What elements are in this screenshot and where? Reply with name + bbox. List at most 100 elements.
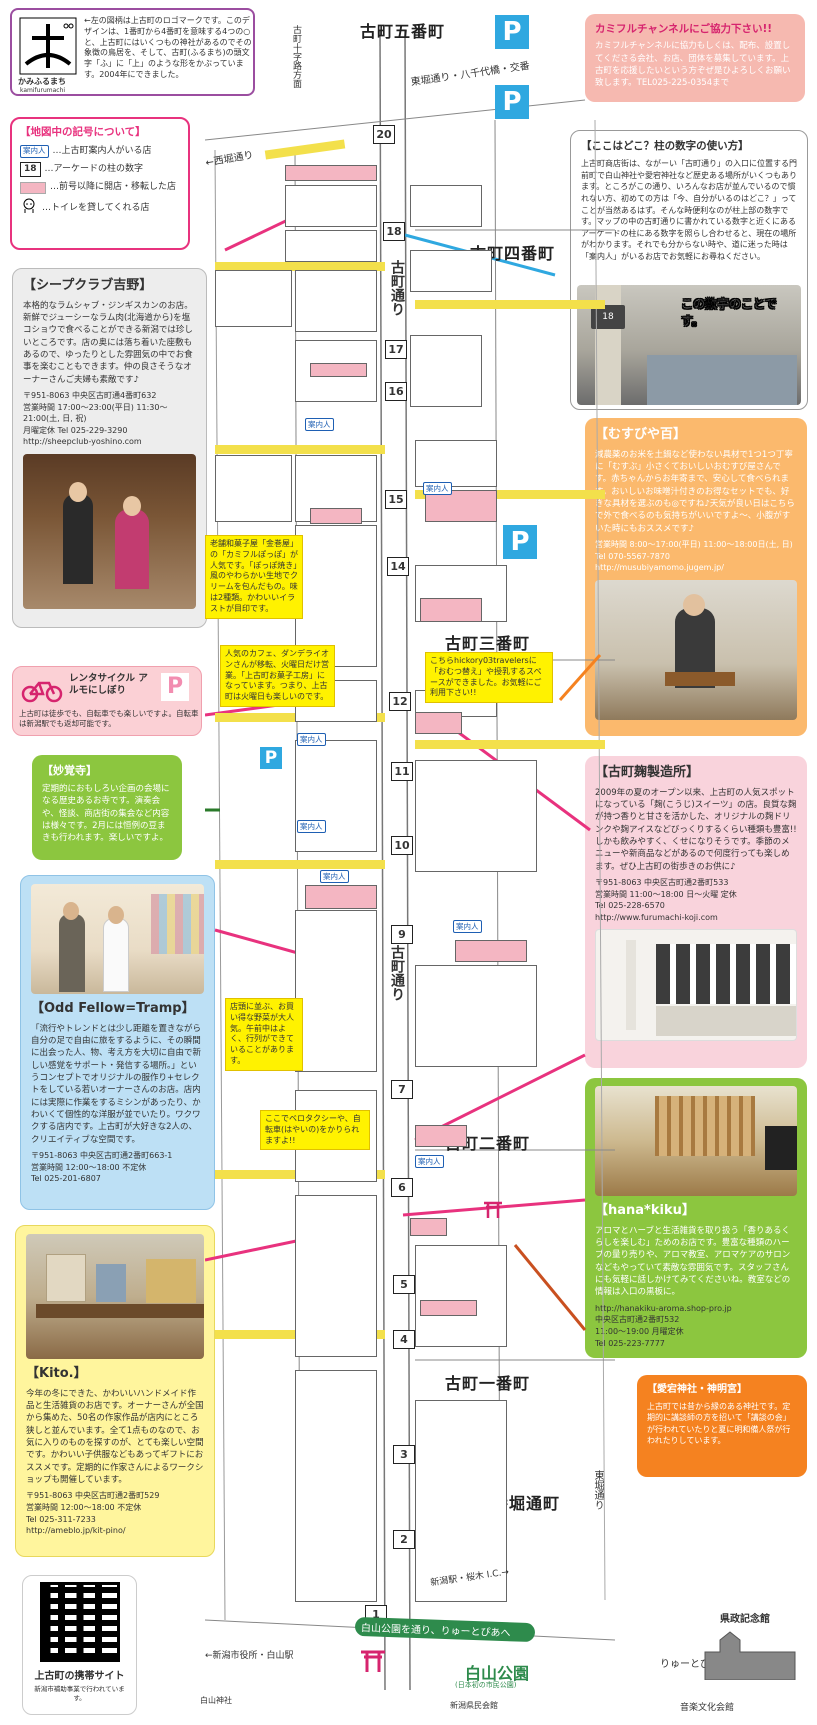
qr-card: 上古町の携帯サイト 新潟市補助事業で行われています。 xyxy=(22,1575,137,1715)
map-block-oddfellow xyxy=(305,885,377,909)
logo-name: かみふるまち xyxy=(18,77,66,86)
hakusan-station: ←新潟市役所・白山駅 xyxy=(205,1651,294,1661)
annai-marker-1: 案内人 xyxy=(305,418,334,431)
logo-roman: kamifurumachi xyxy=(20,87,66,94)
parking-p4: P xyxy=(260,747,282,769)
oddfellow-card: 【Odd Fellow=Tramp】 「流行やトレンドとは少し距離を置きながら自… xyxy=(20,875,215,1210)
bicycle-icon xyxy=(21,675,63,708)
alley-6 xyxy=(415,740,605,749)
kojiseizo-info: 〒951-8063 中央区古町通2番町533 営業時間 11:00〜18:00 … xyxy=(595,878,737,922)
logo-box: かみふるまち kamifurumachi ←左の図柄は上古町のロゴマークです。こ… xyxy=(10,8,255,96)
musubiya-photo xyxy=(595,579,797,720)
kenseikinenkan-label: 県政記念館 xyxy=(720,1614,770,1625)
legend-box: 【地図中の記号について】 案内人…上古町案内人がいる店 18…アーケードの柱の数… xyxy=(10,117,190,250)
oddfellow-title: 【Odd Fellow=Tramp】 xyxy=(31,1001,195,1016)
pillar-9: 9 xyxy=(391,925,413,944)
note-kinkaku: 老舗和菓子屋「金巻屋」の「カミフルぽっぽ」が人気です。「ぽっぽ焼き」風のやわらか… xyxy=(205,535,303,619)
map-block-d xyxy=(295,270,377,332)
where-title: 【ここはどこ？柱の数字の使い方】 xyxy=(581,140,749,152)
map-block-c xyxy=(215,270,292,327)
pillar-14: 14 xyxy=(387,557,409,576)
annai-marker-3: 案内人 xyxy=(297,733,326,746)
atago-title: 【愛宕神社・神明宮】 xyxy=(647,1384,747,1395)
kenminkaikan: 新潟県民会館 xyxy=(450,1701,498,1710)
qr-code-icon xyxy=(39,1582,120,1662)
logo-description: ←左の図柄は上古町のロゴマークです。このデザインは、1番町から4番町を意味する4… xyxy=(84,16,252,79)
map-block-f xyxy=(410,250,492,292)
annai-marker-6: 案内人 xyxy=(453,920,482,933)
legend-new-text: …前号以降に開店・移転した店 xyxy=(50,182,177,193)
legend-row-annai: 案内人…上古町案内人がいる店 xyxy=(20,145,180,159)
kamifuru-channel-body: カミフルチャンネルに協力もしくは、配布、設置してくださる会社、お店、団体を募集し… xyxy=(595,41,791,89)
map-block-w xyxy=(295,1370,377,1602)
atago-card: 【愛宕神社・神明宮】 上古町では昔から縁のある神社です。定期的に講談師の方を招い… xyxy=(637,1375,807,1477)
sheepclub-photo xyxy=(23,454,196,609)
pillar-16: 16 xyxy=(385,382,407,401)
map-block-p xyxy=(295,740,377,852)
pillar-20: 20 xyxy=(373,125,395,144)
parking-icon: P xyxy=(161,673,189,701)
kamifuru-channel-card: カミフルチャンネルにご協力下さい!! カミフルチャンネルに協力もしくは、配布、設… xyxy=(585,14,805,102)
pillar-15: 15 xyxy=(385,490,407,509)
myokakuji-body: 定期的におもしろい企画の会場になる歴史あるお寺です。演奏会や、怪談、商店街の集会… xyxy=(42,783,170,844)
legend-pillar-symbol: 18 xyxy=(20,162,41,178)
legend-toilet-text: …トイレを貸してくれる店 xyxy=(42,203,150,214)
map-block-kito xyxy=(410,1218,447,1236)
note-hickory: こちらhickory03travelersに「おむつ替え」や授乳するスペースがで… xyxy=(425,652,553,704)
map-block-s xyxy=(415,965,537,1067)
map-block-i xyxy=(215,455,292,522)
sheepclub-card: 【シープクラブ吉野】 本格的なラムシャブ・ジンギスカンのお店。新鮮でジューシーな… xyxy=(12,268,207,628)
pillar-17: 17 xyxy=(385,340,407,359)
street-higashibori-v: 東堀通り xyxy=(592,1470,603,1510)
street-ichibancho: 古町一番町 xyxy=(445,1374,531,1393)
kenseikinenkan-building xyxy=(700,1630,800,1681)
sheepclub-info: 〒951-8063 中央区古町通4番町632 営業時間 17:00〜23:00(… xyxy=(23,391,168,447)
qr-sub: 新潟市補助事業で行われています。 xyxy=(34,1684,125,1702)
alley-2 xyxy=(415,300,605,309)
sheepclub-title: 【シープクラブ吉野】 xyxy=(23,278,153,293)
annai-marker-4: 案内人 xyxy=(297,820,326,833)
kito-title: 【Kito.】 xyxy=(26,1366,87,1381)
hanakiku-photo xyxy=(595,1086,797,1196)
map-block-v xyxy=(415,1245,507,1347)
alley-3 xyxy=(215,445,385,454)
note-beroku: ここでベロタクシーや、自転車(はやいの)をかりられますよ!! xyxy=(260,1110,370,1151)
hakusan-park: 白山公園 xyxy=(465,1664,530,1683)
toilet-icon xyxy=(20,198,38,219)
parking-p2: P xyxy=(495,85,529,119)
qr-caption: 上古町の携帯サイト xyxy=(34,1671,125,1682)
where-callout: この数字のことです。 xyxy=(681,297,777,329)
myokakuji-card: 【妙覚寺】 定期的におもしろい企画の会場になる歴史あるお寺です。演奏会や、怪談、… xyxy=(32,755,182,860)
torii-icon-atago xyxy=(483,1200,503,1222)
legend-pillar-text: …アーケードの柱の数字 xyxy=(44,164,143,175)
street-sanbancho: 古町三番町 xyxy=(445,634,531,653)
legend-new-swatch xyxy=(20,181,46,194)
legend-row-new: …前号以降に開店・移転した店 xyxy=(20,181,180,194)
hakusan-jinja: 白山神社 xyxy=(200,1696,232,1705)
map-block-najira xyxy=(310,508,362,524)
street-juban: 古町十字路方面 xyxy=(291,25,301,88)
logo-mark xyxy=(18,16,78,76)
street-furumachi-dori-2: 古町通り xyxy=(389,945,405,1001)
where-card: 【ここはどこ？柱の数字の使い方】 上古町商店街は、ながーい「古町通り」の入口に位… xyxy=(570,130,808,410)
legend-row-pillar: 18…アーケードの柱の数字 xyxy=(20,162,180,178)
pillar-10: 10 xyxy=(391,836,413,855)
map-block-g xyxy=(410,335,482,407)
map-block-hanakiku xyxy=(415,1125,467,1147)
hanakiku-title: 【hana*kiku】 xyxy=(595,1203,695,1218)
parking-p1: P xyxy=(495,15,529,49)
annai-marker-7: 案内人 xyxy=(415,1155,444,1168)
map-block-cafe xyxy=(420,598,482,622)
map-block-m xyxy=(295,525,377,667)
note-dandelion: 人気のカフェ、ダンデライオンさんが移転、火曜日だけ営業。「上古町お菓子工房」にな… xyxy=(220,645,335,707)
ryutopia-label: りゅーとぴあ xyxy=(660,1659,720,1670)
where-body: 上古町商店街は、ながーい「古町通り」の入口に位置する門前町で白山神社や愛宕神社な… xyxy=(581,159,797,261)
legend-annai-symbol: 案内人 xyxy=(20,145,49,159)
musubiya-info: 営業時間 8:00〜17:00(平日) 11:00〜18:00日(土, 日) T… xyxy=(595,540,793,573)
myokakuji-title: 【妙覚寺】 xyxy=(42,764,97,777)
rentacycle-title: レンタサイクル アルモにしぼり xyxy=(69,673,148,697)
map-block-a xyxy=(285,185,377,227)
map-block-hickory xyxy=(415,712,462,734)
pillar-18: 18 xyxy=(383,222,405,241)
street-gobancho: 古町五番町 xyxy=(360,22,446,41)
